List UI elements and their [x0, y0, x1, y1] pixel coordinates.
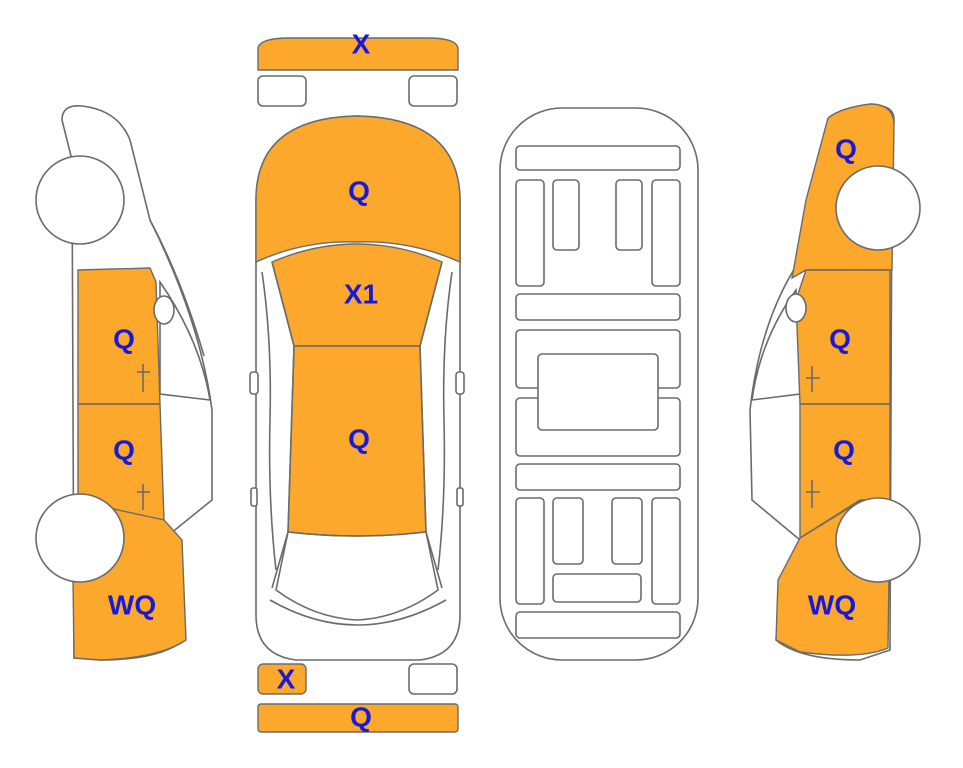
left-rear-quarter-label: WQ — [108, 589, 156, 620]
underside-rear-right-mount — [611, 497, 643, 565]
right-side-view: Q Q Q WQ — [749, 103, 921, 661]
rear-left-light[interactable] — [257, 663, 307, 695]
rear-bumper-panel[interactable] — [257, 703, 459, 733]
underside-rear-axle — [552, 573, 642, 603]
underside-center-panel — [537, 353, 659, 431]
right-pillar — [419, 261, 443, 589]
underside-view — [499, 107, 699, 661]
underside-front-crossmember — [515, 145, 681, 171]
right-front-door-label: Q — [829, 323, 851, 354]
left-mirror-side — [153, 295, 175, 325]
underside-rear-right-rail — [651, 497, 681, 605]
roof-label: Q — [348, 423, 370, 454]
underside-rear-subframe — [515, 463, 681, 491]
trunk-line — [269, 599, 447, 626]
front-bumper-label: X — [352, 28, 371, 59]
right-rear-door-label: Q — [833, 434, 855, 465]
underside-front-right-mount — [615, 179, 643, 251]
front-left-light[interactable] — [257, 75, 307, 107]
right-mirror — [455, 371, 465, 395]
right-rear-wheel — [835, 497, 921, 583]
right-rear-door-handle — [806, 480, 820, 508]
left-side-roofline — [149, 219, 205, 357]
left-pillar — [271, 261, 295, 589]
right-rear-quarter-label: WQ — [808, 589, 856, 620]
underside-rear-left-mount — [552, 497, 584, 565]
left-side-view: Q Q WQ — [35, 104, 213, 661]
right-side-windows — [437, 271, 453, 571]
left-mirror — [249, 371, 259, 395]
left-front-door-handle — [137, 364, 150, 392]
rear-right-light[interactable] — [408, 663, 458, 695]
underside-rear-crossmember — [515, 611, 681, 639]
right-front-fender-label: Q — [835, 133, 857, 164]
left-front-door-panel[interactable] — [77, 267, 161, 405]
top-view: X Q X1 Q X Q — [249, 28, 465, 733]
front-right-light[interactable] — [408, 75, 458, 107]
left-rear-door-label: Q — [113, 434, 135, 465]
underside-front-left-mount — [552, 179, 580, 251]
rear-bumper-label: Q — [350, 701, 372, 732]
left-front-door-label: Q — [113, 323, 135, 354]
rear-window — [275, 531, 439, 621]
front-bumper-panel[interactable] — [257, 37, 459, 71]
underside-rear-left-rail — [515, 497, 545, 605]
hood-label: Q — [348, 175, 370, 206]
underside-front-subframe — [515, 293, 681, 321]
left-front-wheel — [35, 155, 125, 245]
windshield-label: X1 — [344, 278, 378, 309]
right-door-handle — [456, 487, 464, 507]
left-rear-door-handle — [137, 484, 150, 510]
windshield-panel[interactable] — [271, 243, 443, 347]
underside-front-right-rail — [651, 179, 681, 287]
left-door-handle — [250, 487, 258, 507]
rear-left-light-label: X — [277, 663, 296, 694]
right-front-door-handle — [806, 366, 820, 392]
right-mirror-side — [785, 293, 807, 323]
left-side-windows — [261, 271, 277, 571]
underside-front-left-rail — [515, 179, 545, 287]
hood-panel[interactable] — [255, 115, 461, 264]
right-front-wheel — [835, 165, 921, 251]
left-rear-wheel — [35, 493, 125, 583]
